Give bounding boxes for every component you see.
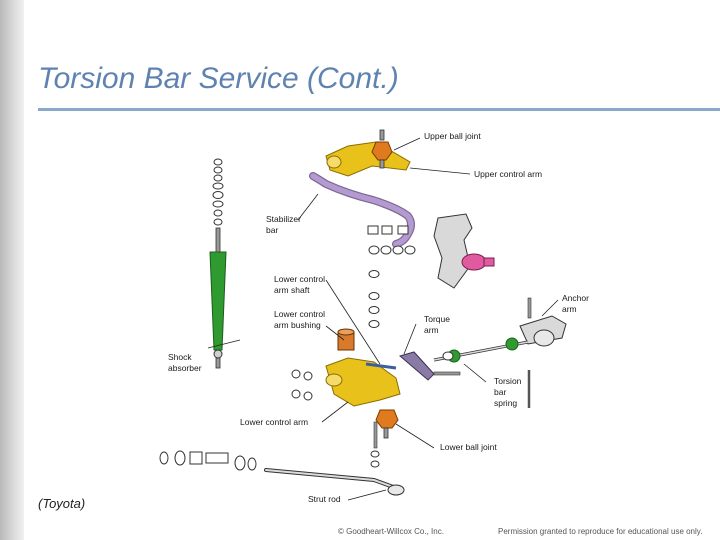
- label-torsion-bar-spring-line2: bar: [494, 387, 506, 397]
- shock-absorber-hardware: [212, 158, 224, 226]
- lower-control-arm-shaft: [365, 362, 397, 370]
- label-torque-arm-line2: arm: [424, 325, 439, 335]
- label-lower-control-arm-bushing-line1: Lower control: [274, 309, 325, 319]
- permission-notice: Permission granted to reproduce for educ…: [498, 527, 703, 536]
- image-credit: (Toyota): [38, 496, 86, 511]
- label-strut-rod: Strut rod: [308, 494, 341, 504]
- steering-knuckle: [433, 213, 495, 289]
- strut-rod-hardware: [159, 450, 257, 471]
- label-shock-absorber-line2: absorber: [168, 363, 202, 373]
- leader-lines: [207, 137, 559, 501]
- label-stabilizer-bar-line2: bar: [266, 225, 278, 235]
- label-shock-absorber-line1: Shock: [168, 352, 192, 362]
- label-lower-control-arm: Lower control arm: [240, 417, 308, 427]
- label-lower-ball-joint: Lower ball joint: [440, 442, 497, 452]
- lower-control-arm: [325, 357, 401, 407]
- label-stabilizer-bar-line1: Stabilizer: [266, 214, 301, 224]
- copyright-notice: © Goodheart-Willcox Co., Inc.: [338, 527, 444, 536]
- label-lower-control-arm-shaft-line2: arm shaft: [274, 285, 310, 295]
- torsion-bar-spring: [433, 329, 555, 363]
- label-upper-control-arm: Upper control arm: [474, 169, 542, 179]
- strut-rod: [264, 468, 405, 496]
- lower-ball-joint: [370, 409, 399, 468]
- label-lower-control-arm-shaft-line1: Lower control: [274, 274, 325, 284]
- upper-control-arm: [325, 141, 411, 177]
- suspension-exploded-diagram: Upper ball joint Upper control arm Stabi…: [159, 129, 589, 504]
- title-underline: [38, 108, 720, 111]
- label-torsion-bar-spring-line1: Torsion: [494, 376, 522, 386]
- label-anchor-arm-line2: arm: [562, 304, 577, 314]
- lower-control-arm-bushing: [337, 328, 355, 351]
- slide-title: Torsion Bar Service (Cont.): [38, 62, 399, 95]
- slide-edge-shade: [0, 0, 24, 540]
- label-upper-ball-joint: Upper ball joint: [424, 131, 481, 141]
- label-anchor-arm-line1: Anchor: [562, 293, 589, 303]
- torque-arm: [398, 351, 461, 381]
- label-lower-control-arm-bushing-line2: arm bushing: [274, 320, 321, 330]
- label-torque-arm-line1: Torque: [424, 314, 450, 324]
- lower-arm-hardware: [291, 369, 313, 401]
- stabilizer-link-hardware: [367, 225, 416, 328]
- shock-absorber: [209, 227, 227, 369]
- label-torsion-bar-spring-line3: spring: [494, 398, 517, 408]
- upper-ball-joint: [371, 129, 393, 169]
